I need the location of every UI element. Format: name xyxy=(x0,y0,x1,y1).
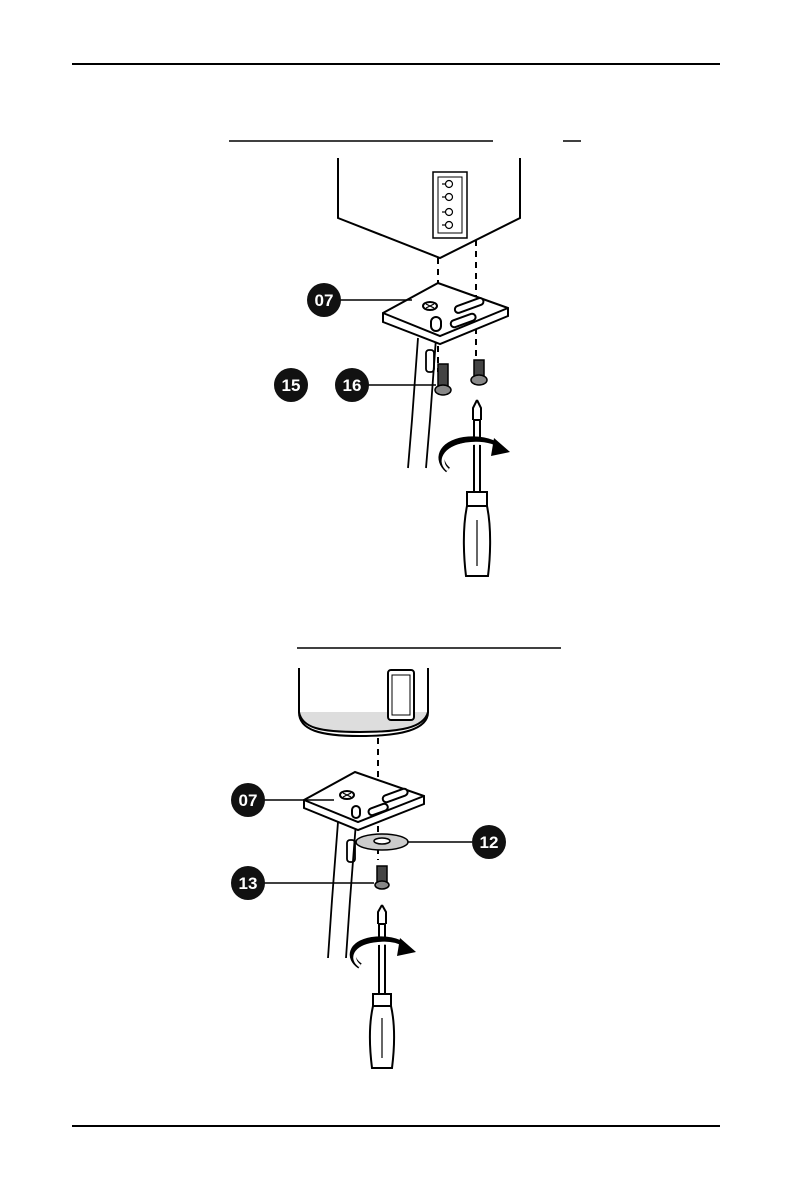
stand-pole-bottom xyxy=(328,822,356,958)
screwdriver-top xyxy=(464,400,490,576)
callout-label-13: 13 xyxy=(239,874,258,893)
callout-12: 12 xyxy=(408,825,506,859)
callout-label-12: 12 xyxy=(480,833,499,852)
top-assembly-figure: 07 15 16 xyxy=(229,141,581,576)
speaker-body-top xyxy=(338,158,520,258)
screwdriver-bottom xyxy=(370,905,394,1068)
speaker-body-bottom xyxy=(299,668,428,736)
stand-pole-top xyxy=(408,338,436,468)
base-plate-bottom xyxy=(304,772,424,830)
callout-16: 16 xyxy=(335,368,436,402)
callout-label-07-top: 07 xyxy=(315,291,334,310)
callout-15: 15 xyxy=(274,368,308,402)
washer xyxy=(356,834,408,850)
bottom-assembly-figure: 07 12 13 xyxy=(231,648,561,1068)
callout-label-15: 15 xyxy=(282,376,301,395)
base-plate-top xyxy=(383,283,508,344)
screw-top-right xyxy=(471,360,487,385)
callout-label-07-bottom: 07 xyxy=(239,791,258,810)
screw-top-left xyxy=(435,364,451,395)
callout-label-16: 16 xyxy=(343,376,362,395)
screw-bottom xyxy=(375,866,389,889)
